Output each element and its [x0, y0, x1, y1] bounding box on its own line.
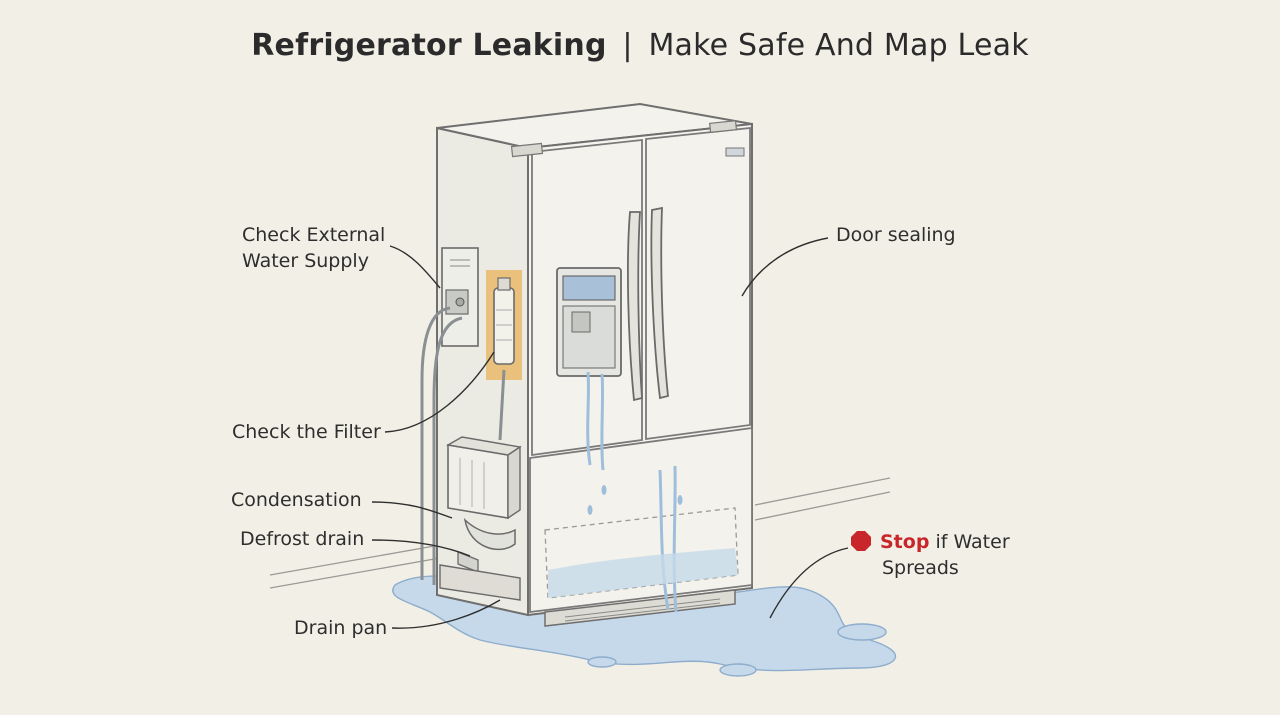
label-stop-if-water-spreads: Stop if Water Spreads [850, 529, 1010, 581]
label-check-external-line1: Check External [242, 224, 386, 246]
leader-lines [371, 237, 849, 629]
label-drain-pan: Drain pan [294, 617, 388, 639]
title-main: Refrigerator Leaking [251, 28, 607, 63]
water-filter [486, 270, 522, 380]
label-defrost-drain: Defrost drain [240, 528, 365, 550]
label-check-filter: Check the Filter [232, 421, 381, 443]
stop-octagon-icon [851, 531, 871, 551]
label-check-external-water-supply: Check External Water Supply [242, 222, 385, 274]
condensation-unit [445, 436, 522, 520]
label-check-external-line2: Water Supply [242, 250, 369, 272]
page-title: Refrigerator Leaking | Make Safe And Map… [0, 28, 1280, 63]
stop-label-line1: Stop if Water [850, 529, 1010, 555]
label-condensation: Condensation [231, 489, 362, 511]
title-separator: | [622, 28, 633, 63]
title-subtitle: Make Safe And Map Leak [648, 28, 1029, 63]
water-drips [586, 371, 678, 613]
label-door-sealing: Door sealing [836, 224, 956, 246]
water-lines [420, 306, 506, 585]
water-dispenser [556, 267, 622, 377]
water-supply-box [441, 247, 479, 347]
stop-rest-line2: Spreads [882, 557, 959, 579]
defrost-drain [457, 517, 516, 573]
stop-rest-line1: if Water [929, 531, 1010, 553]
floor-lines [269, 477, 891, 589]
drawer-interior-outline [544, 507, 739, 599]
stop-word: Stop [880, 531, 930, 553]
drain-pan [439, 564, 521, 601]
